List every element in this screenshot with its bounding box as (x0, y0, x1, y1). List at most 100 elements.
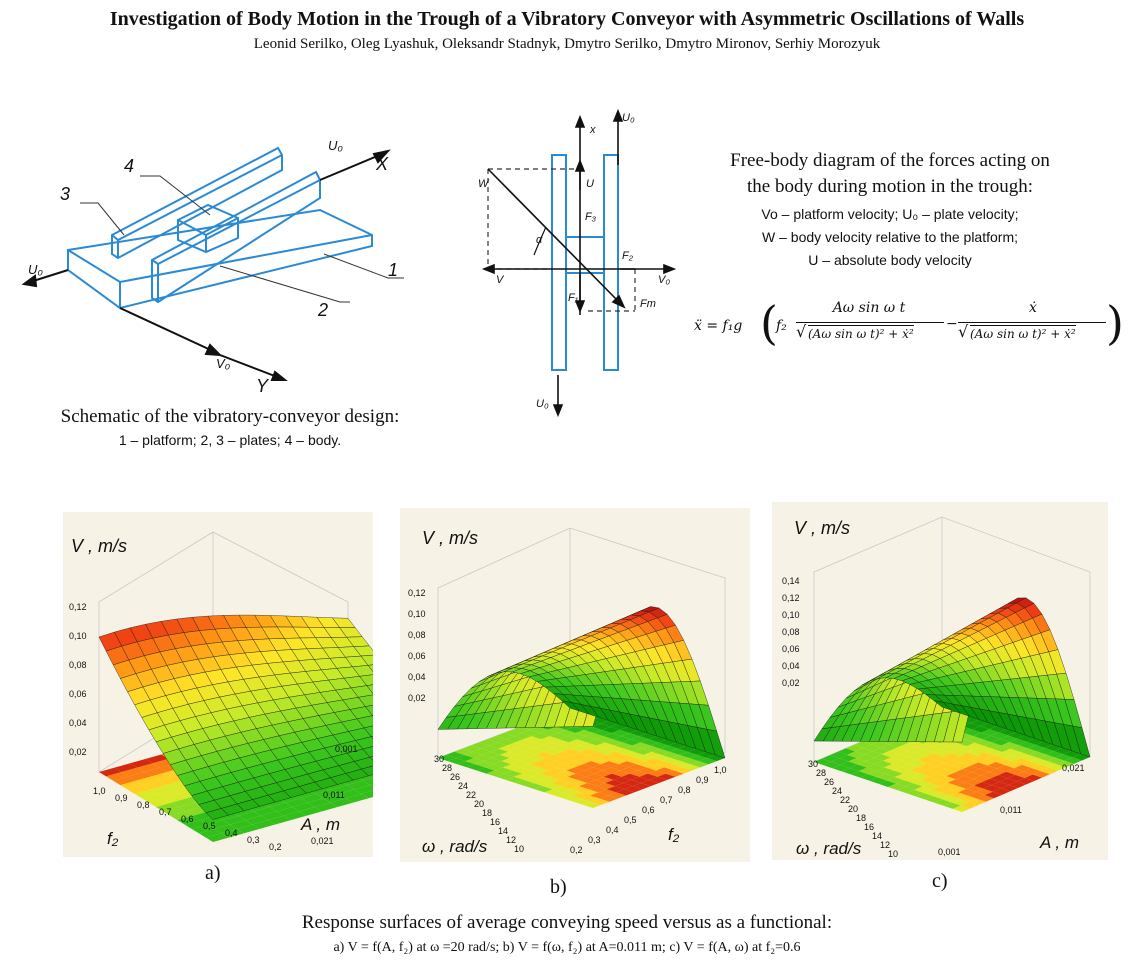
b-base-cell (524, 742, 543, 749)
a-base-cell (184, 820, 208, 829)
c-base-cell (976, 795, 994, 802)
c-base-cell (961, 759, 979, 766)
b-base-cell (680, 758, 699, 765)
b-base-cell (595, 776, 614, 783)
b-base-cell (603, 773, 622, 780)
equation-den1: (Aω sin ω t)² + ẋ² (808, 325, 914, 341)
b-base-cell (697, 751, 716, 758)
c-base-cell (1047, 757, 1065, 765)
c-base-cell (1008, 732, 1026, 739)
b-base-cell (523, 736, 542, 743)
b-base-cell (512, 726, 531, 733)
a-base-cell (143, 780, 166, 790)
b-base-cell (668, 742, 687, 749)
b-base-cell (557, 729, 576, 737)
b-base-cell (488, 742, 507, 749)
chart-b-ftick: 0,7 (660, 795, 673, 805)
b-base-cell (625, 751, 644, 758)
b-base-cell (658, 739, 677, 746)
b-base-cell (533, 739, 551, 746)
b-base-cell (640, 739, 659, 746)
chart-a-f2tick: 0,4 (225, 828, 238, 838)
a-base-cell (156, 802, 179, 812)
b-base-cell (689, 754, 708, 762)
chart-b-wtick: 24 (458, 781, 468, 791)
c-base-cell (977, 752, 995, 759)
b-base-cell (609, 758, 628, 765)
b-base-cell (590, 792, 609, 799)
c-base-cell (966, 742, 984, 750)
b-base-cell (633, 748, 652, 755)
c-base-cell (875, 760, 893, 768)
b-base-cell (479, 739, 498, 746)
b-base-cell (506, 742, 525, 749)
equation-num2: ẋ (1029, 300, 1037, 316)
b-base-cell (650, 742, 669, 749)
c-base-cell (830, 751, 848, 759)
b-base-cell (619, 726, 638, 733)
a-base-cell (158, 776, 182, 786)
c-base-cell (869, 777, 887, 784)
c-base-cell (984, 742, 1002, 749)
b-base-cell (545, 754, 564, 762)
b-base-cell (549, 733, 568, 740)
b-base-cell (608, 792, 626, 799)
a-base-cell (157, 789, 180, 799)
a-base-cell (361, 790, 373, 799)
b-base-cell (600, 720, 619, 727)
chart-b-wtick: 18 (482, 808, 492, 818)
c-base-cell (932, 743, 950, 750)
equation-lhs: ẍ = f₁g (694, 318, 743, 334)
conveyor-schematic: 3 4 2 1 U₀ X U₀ V₀ Y (21, 138, 404, 396)
a-base-cell (221, 828, 245, 838)
fbd-label-u0-bottom: U₀ (536, 398, 549, 410)
c-base-cell (991, 781, 1009, 789)
c-base-cell (950, 749, 968, 757)
schematic-label-u0-top: U₀ (328, 138, 343, 153)
a-surface-cell (355, 736, 373, 750)
b-base-cell (624, 786, 643, 793)
c-base-cell (974, 782, 992, 789)
chart-c-xname: ω , rad/s (796, 839, 862, 858)
a-surface-cell (357, 694, 373, 707)
a-base-cell (214, 824, 237, 834)
c-base-cell (978, 758, 996, 766)
c-base-cell (952, 805, 970, 812)
a-base-cell (148, 798, 172, 807)
chart-c-atick: 0,001 (938, 847, 961, 857)
equation-sqrt-2: √ (958, 322, 969, 341)
c-base-cell (972, 726, 990, 733)
c-base-cell (963, 722, 981, 730)
c-base-cell (838, 748, 856, 755)
b-base-cell (599, 754, 618, 762)
b-base-cell (462, 745, 481, 752)
a-base-cell (177, 815, 201, 825)
equation-f2: f₂ (776, 318, 787, 334)
b-base-cell (538, 764, 557, 771)
c-base-cell (1023, 767, 1041, 775)
b-base-cell (605, 779, 624, 787)
b-base-cell (487, 736, 506, 743)
c-base-cell (941, 789, 959, 796)
chart-c-wtick: 28 (816, 768, 826, 778)
b-base-cell (527, 754, 546, 762)
chart-a-surface (98, 614, 373, 820)
c-base-cell (1024, 774, 1042, 782)
b-base-cell (581, 754, 600, 762)
b-base-cell (576, 770, 595, 777)
schematic-label-2: 2 (317, 300, 328, 320)
c-base-cell (908, 753, 926, 761)
a-base-cell (222, 815, 246, 825)
b-base-cell (447, 758, 466, 765)
b-base-cell (464, 751, 483, 758)
b-base-cell (645, 758, 663, 765)
chart-c-sublabel: c) (932, 870, 948, 892)
chart-c-surface (813, 597, 1091, 758)
a-base-cell (151, 772, 175, 781)
c-base-cell (884, 763, 902, 771)
c-base-cell (1029, 751, 1047, 758)
b-base-cell (636, 761, 655, 768)
b-base-cell (672, 761, 691, 768)
c-base-cell (973, 775, 991, 782)
c-base-cell (1007, 774, 1025, 782)
